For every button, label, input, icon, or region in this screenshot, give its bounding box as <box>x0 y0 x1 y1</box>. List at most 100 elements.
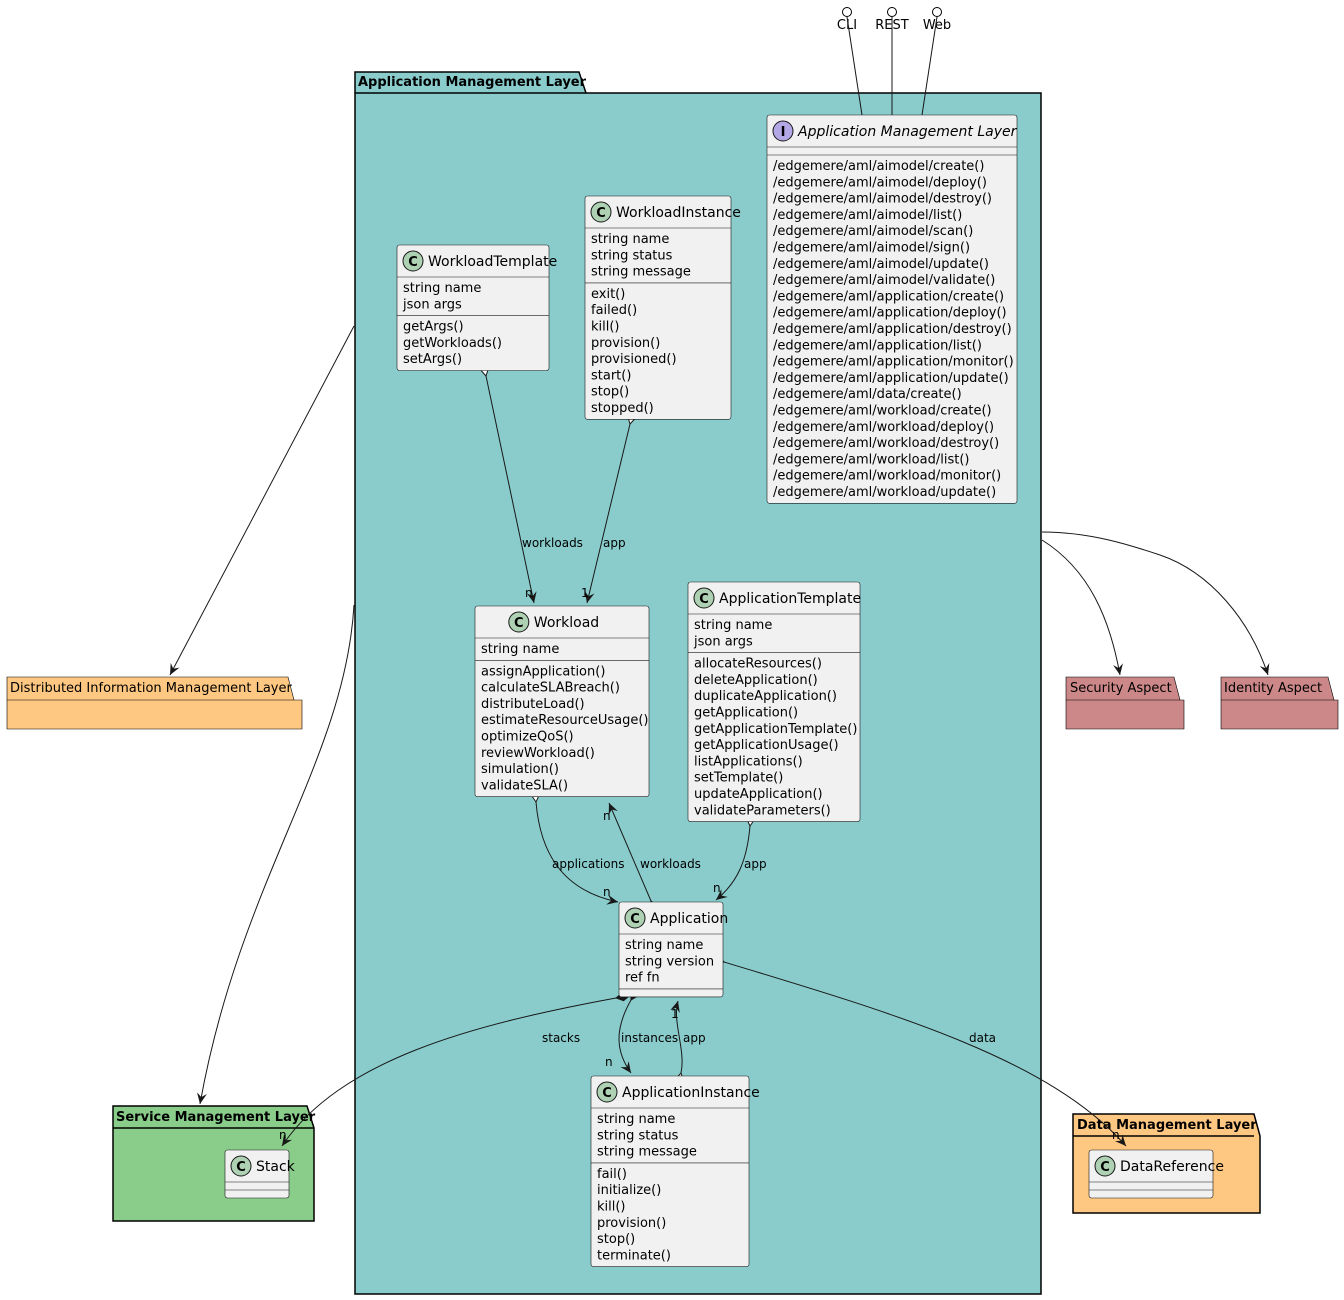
class-method: /edgemere/aml/workload/create() <box>773 404 992 419</box>
class-method: stop() <box>597 1232 635 1247</box>
label-instance-app: app <box>603 536 626 550</box>
class-stereotype-icon <box>590 201 612 223</box>
package-security-label: Security Aspect <box>1070 681 1172 696</box>
class-method: distributeLoad() <box>481 697 585 712</box>
class-method: /edgemere/aml/application/monitor() <box>773 355 1014 370</box>
mult-app-workloads: n <box>603 809 611 823</box>
stereotype-glyph: I <box>781 125 786 140</box>
class-attribute: string status <box>597 1128 679 1143</box>
package-sml-label: Service Management Layer <box>116 1110 316 1125</box>
class-method: /edgemere/aml/application/update() <box>773 371 1009 386</box>
stereotype-glyph: C <box>630 912 640 927</box>
class-method: updateApplication() <box>694 787 823 802</box>
package-dim-label: Distributed Information Management Layer <box>10 681 292 696</box>
port-cli-label: CLI <box>837 18 857 33</box>
class-method: exit() <box>591 287 625 302</box>
label-template-workloads: workloads <box>522 536 583 550</box>
class-name: WorkloadTemplate <box>428 254 557 270</box>
package-dml-label: Data Management Layer <box>1077 1118 1257 1133</box>
label-app-workloads: workloads <box>640 857 701 871</box>
class-method: deleteApplication() <box>694 673 818 688</box>
edge-apptemplate-app <box>715 811 756 901</box>
class-attribute: string name <box>625 938 703 953</box>
class-method: validateSLA() <box>481 778 568 793</box>
class-method: terminate() <box>597 1248 671 1263</box>
edge-instance-app <box>584 409 637 604</box>
class-method: /edgemere/aml/aimodel/destroy() <box>773 192 992 207</box>
port-web-label: Web <box>923 18 951 33</box>
class-method: assignApplication() <box>481 664 605 679</box>
class-stereotype-icon <box>1094 1155 1116 1177</box>
package-security: Security Aspect <box>1065 676 1185 730</box>
class-method: initialize() <box>597 1183 661 1198</box>
class-method: getApplicationUsage() <box>694 738 839 753</box>
class-attribute: ref fn <box>625 971 660 986</box>
class-method: /edgemere/aml/application/list() <box>773 338 982 353</box>
class-attribute: string name <box>403 281 481 296</box>
class-attribute: string name <box>481 642 559 657</box>
class-method: validateParameters() <box>694 803 831 818</box>
edge-template-workloads <box>480 361 537 604</box>
mult-workload-applications: n <box>603 885 611 899</box>
class-attribute: string name <box>591 232 669 247</box>
arrow-aml-to-sml <box>197 604 355 1105</box>
class-method: /edgemere/aml/workload/destroy() <box>773 436 999 451</box>
class-method: /edgemere/aml/workload/monitor() <box>773 469 1001 484</box>
class-method: listApplications() <box>694 754 803 769</box>
label-app-instances: instances <box>621 1031 678 1045</box>
package-aml-label: Application Management Layer <box>358 75 587 90</box>
mult-template-workloads: n <box>525 586 533 600</box>
relation-labels: workloads n app 1 applications n workloa… <box>279 536 1120 1142</box>
edge-app-workloads <box>608 802 658 915</box>
class-method: /edgemere/aml/aimodel/list() <box>773 208 962 223</box>
class-method: fail() <box>597 1167 627 1182</box>
class-name: ApplicationTemplate <box>719 591 861 607</box>
port-cli: CLI <box>837 7 863 116</box>
interface-stereotype-icon <box>772 120 794 142</box>
class-method: stop() <box>591 385 629 400</box>
class-attribute: json args <box>402 297 462 312</box>
port-rest: REST <box>875 7 909 115</box>
class-stereotype-icon <box>508 611 530 633</box>
class-attribute: string name <box>694 618 772 633</box>
mult-app-stacks: n <box>279 1128 287 1142</box>
class-method: /edgemere/aml/aimodel/validate() <box>773 273 995 288</box>
mult-appinstance-app: 1 <box>671 1007 679 1021</box>
class-attribute: json args <box>693 634 753 649</box>
class-method: estimateResourceUsage() <box>481 713 648 728</box>
label-apptemplate-app: app <box>744 857 767 871</box>
class-method: calculateSLABreach() <box>481 681 620 696</box>
stereotype-glyph: C <box>1100 1160 1110 1175</box>
class-method: /edgemere/aml/aimodel/create() <box>773 159 984 174</box>
mult-app-instances: n <box>605 1055 613 1069</box>
mult-instance-app: 1 <box>581 586 589 600</box>
class-name: ApplicationInstance <box>622 1085 760 1101</box>
edge-app-data <box>709 955 1127 1147</box>
class-method: kill() <box>597 1200 626 1215</box>
edge-app-stacks <box>281 992 631 1147</box>
class-method: /edgemere/aml/workload/list() <box>773 452 969 467</box>
class-method: /edgemere/aml/workload/update() <box>773 485 996 500</box>
class-name: Stack <box>256 1159 296 1175</box>
class-method: setArgs() <box>403 352 462 367</box>
stereotype-glyph: C <box>408 255 418 270</box>
class-attribute: string version <box>625 954 714 969</box>
class-method: /edgemere/aml/application/destroy() <box>773 322 1012 337</box>
class-method: /edgemere/aml/workload/deploy() <box>773 420 994 435</box>
package-dim: Distributed Information Management Layer <box>6 676 303 730</box>
class-method: /edgemere/aml/aimodel/scan() <box>773 224 973 239</box>
class-method: kill() <box>591 320 620 335</box>
edge-app-instances <box>618 986 639 1074</box>
class-method: setTemplate() <box>694 771 783 786</box>
class-method: /edgemere/aml/aimodel/deploy() <box>773 175 987 190</box>
